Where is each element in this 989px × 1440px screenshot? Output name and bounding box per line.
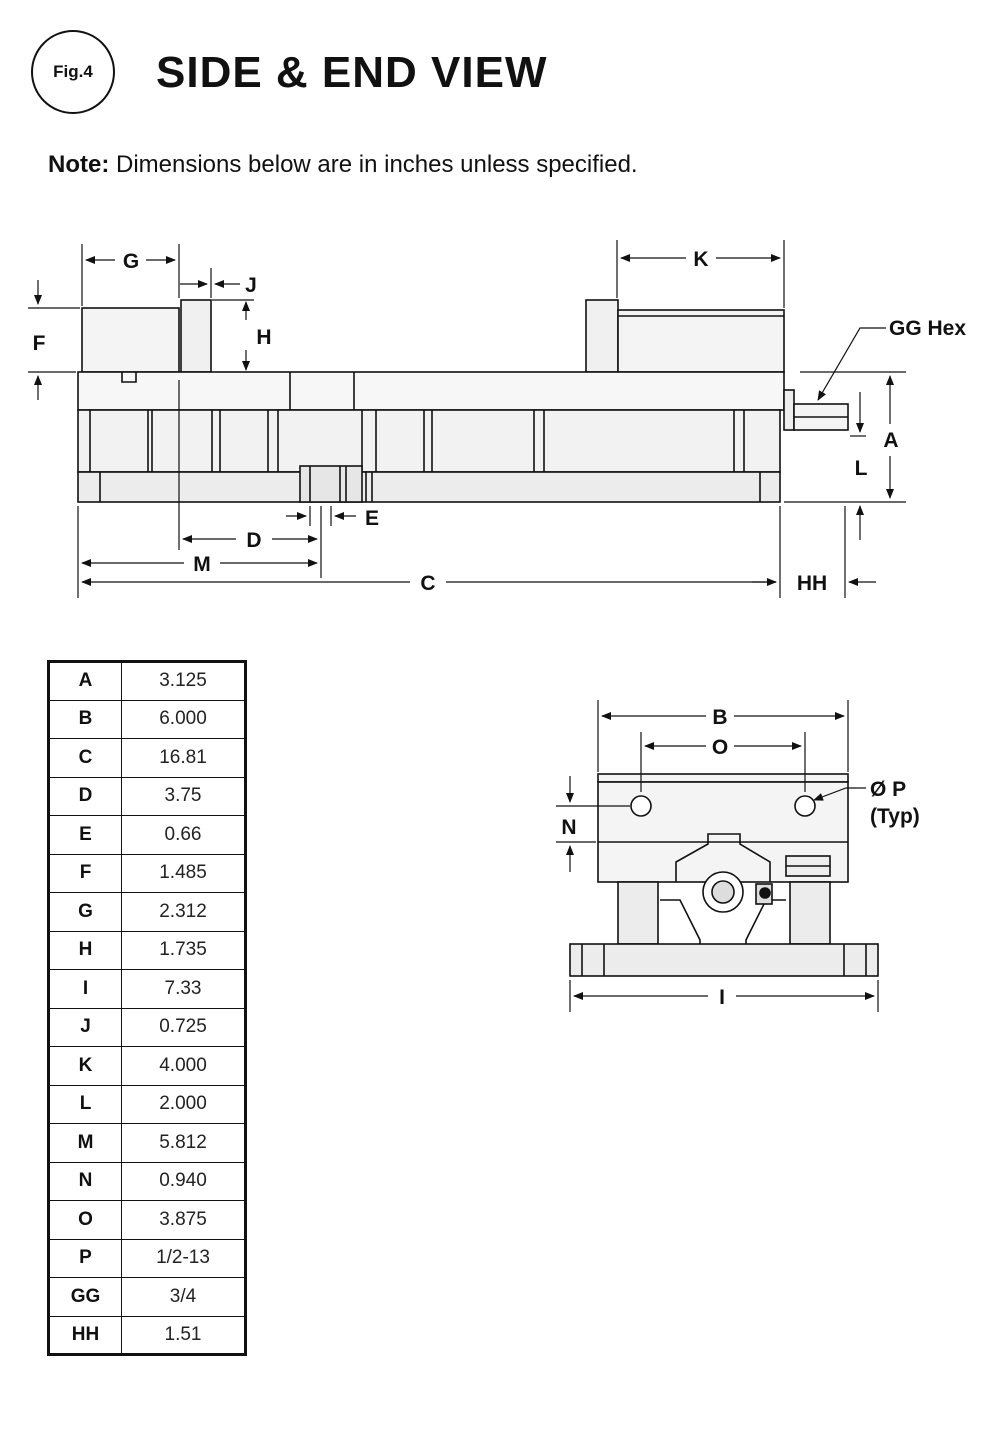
- dimension-key: GG: [48, 1277, 122, 1317]
- dimension-value: 0.725: [121, 1007, 246, 1047]
- dim-label-h: H: [256, 326, 271, 349]
- dim-label-gg-hex: GG Hex: [889, 317, 966, 340]
- dim-label-d: D: [246, 529, 261, 552]
- dimension-key: D: [48, 776, 122, 816]
- note-text: Dimensions below are in inches unless sp…: [116, 151, 638, 178]
- dim-label-f: F: [33, 332, 46, 355]
- movable-jaw: [617, 309, 785, 373]
- dimension-key: L: [48, 1084, 122, 1124]
- figure-label: Fig.4: [53, 62, 93, 81]
- dimension-key: J: [48, 1007, 122, 1047]
- movable-jaw-plate: [585, 299, 619, 373]
- side-view: [77, 299, 849, 503]
- dim-label-p-typ: (Typ): [870, 805, 920, 828]
- dimension-value: 3.75: [121, 776, 246, 816]
- dim-label-i: I: [719, 986, 725, 1009]
- dimension-key: A: [48, 661, 122, 701]
- figure-badge: Fig.4: [31, 30, 115, 114]
- dimension-key: HH: [48, 1315, 122, 1355]
- screw-collar: [783, 389, 795, 431]
- dim-label-n: N: [561, 816, 576, 839]
- dim-label-e: E: [365, 507, 379, 530]
- dimension-value: 1/2-13: [121, 1238, 246, 1278]
- dimension-value: 7.33: [121, 969, 246, 1009]
- vise-base: [77, 471, 781, 503]
- dimension-value: 3.125: [121, 661, 246, 701]
- dimension-key: H: [48, 930, 122, 970]
- dim-label-c: C: [420, 572, 435, 595]
- dimension-key: P: [48, 1238, 122, 1278]
- dimension-value: 3/4: [121, 1277, 246, 1317]
- note: Note: Dimensions below are in inches unl…: [48, 150, 638, 180]
- fixed-jaw: [81, 307, 180, 373]
- dimension-key: M: [48, 1123, 122, 1163]
- dimension-value: 1.735: [121, 930, 246, 970]
- dimension-value: 16.81: [121, 738, 246, 778]
- dim-label-o: O: [712, 736, 728, 759]
- tapped-hole-right: [794, 795, 816, 817]
- dimension-key: O: [48, 1200, 122, 1240]
- dimension-key: I: [48, 969, 122, 1009]
- dimension-key: N: [48, 1161, 122, 1201]
- vise-body-top: [77, 371, 785, 411]
- dim-label-g: G: [123, 250, 139, 273]
- dimension-key: E: [48, 815, 122, 855]
- dimension-key: C: [48, 738, 122, 778]
- dim-label-b: B: [712, 706, 727, 729]
- dim-label-a: A: [883, 429, 898, 452]
- dim-label-p: Ø P: [870, 778, 906, 801]
- dim-label-k: K: [693, 248, 708, 271]
- dim-label-l: L: [855, 457, 868, 480]
- dimension-value: 1.485: [121, 853, 246, 893]
- dimension-value: 1.51: [121, 1315, 246, 1355]
- end-base: [569, 943, 879, 977]
- tapped-hole-left: [630, 795, 652, 817]
- vise-body-middle: [77, 409, 781, 473]
- dimension-value: 6.000: [121, 699, 246, 739]
- dimension-key: F: [48, 853, 122, 893]
- dim-label-m: M: [193, 553, 211, 576]
- dimension-key: B: [48, 699, 122, 739]
- note-label: Note:: [48, 151, 110, 178]
- jaw-plate: [180, 299, 212, 373]
- dimension-value: 5.812: [121, 1123, 246, 1163]
- dimension-key: K: [48, 1046, 122, 1086]
- dimension-value: 2.000: [121, 1084, 246, 1124]
- dimension-value: 3.875: [121, 1200, 246, 1240]
- dimension-value: 0.66: [121, 815, 246, 855]
- end-view: [569, 773, 879, 977]
- dimension-value: 0.940: [121, 1161, 246, 1201]
- page-title: SIDE & END VIEW: [156, 48, 548, 97]
- dimension-value: 2.312: [121, 892, 246, 932]
- dimension-key: G: [48, 892, 122, 932]
- dim-label-hh: HH: [797, 572, 827, 595]
- dimension-value: 4.000: [121, 1046, 246, 1086]
- dim-label-j: J: [245, 274, 257, 297]
